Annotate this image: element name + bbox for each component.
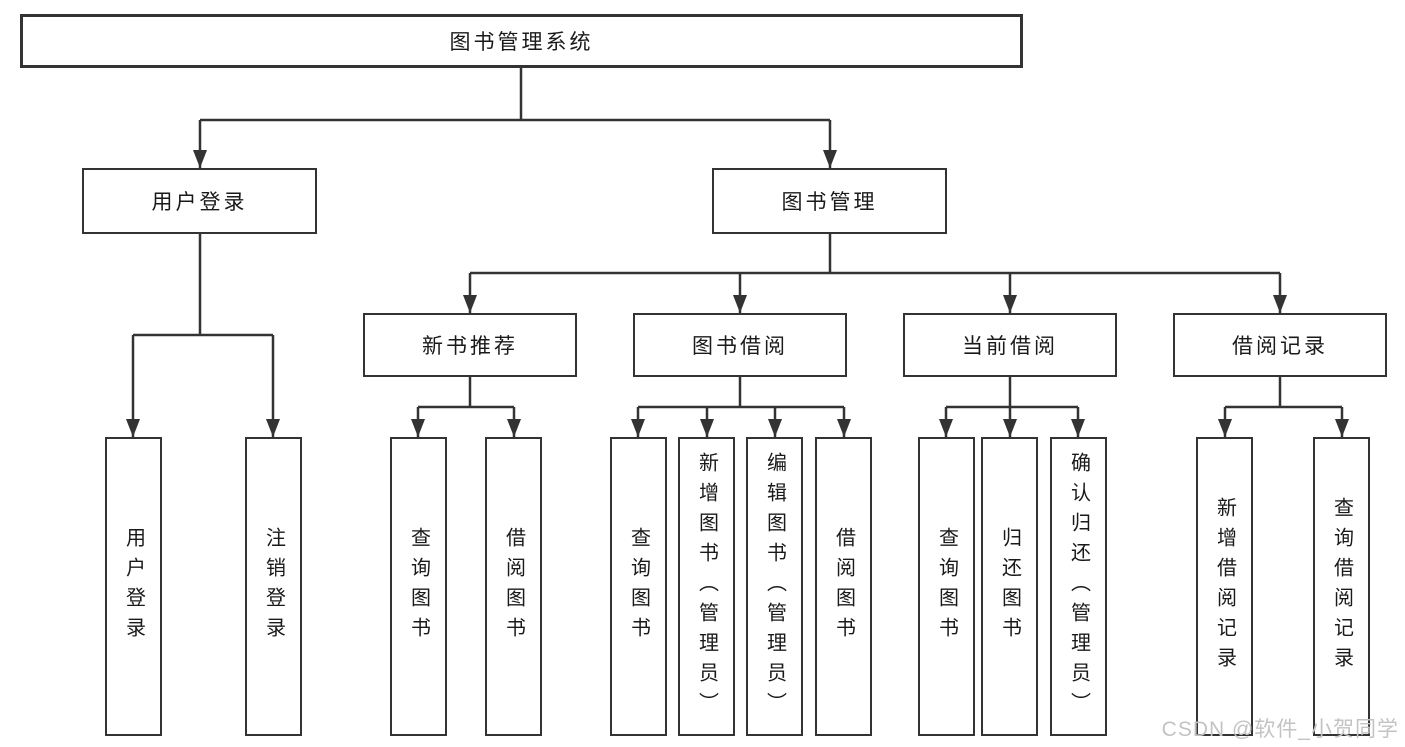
node-book-borrow-label: 图书借阅 <box>692 335 788 358</box>
node-user-login-label: 用户登录 <box>151 191 248 214</box>
leaf-edit-books-admin-label: 编辑图书（管理员） <box>763 451 786 722</box>
leaf-confirm-return-admin: 确认归还（管理员） <box>1050 437 1107 736</box>
node-book-management: 图书管理 <box>712 168 947 234</box>
leaf-add-books-admin: 新增图书（管理员） <box>678 437 735 736</box>
node-new-book-recommend-label: 新书推荐 <box>422 335 518 358</box>
leaf-return-books: 归还图书 <box>981 437 1038 736</box>
leaf-confirm-return-admin-label: 确认归还（管理员） <box>1067 451 1090 722</box>
leaf-add-books-admin-label: 新增图书（管理员） <box>695 451 718 722</box>
leaf-logout-label: 注销登录 <box>262 526 285 647</box>
leaf-borrow-books-label: 借阅图书 <box>832 526 855 647</box>
leaf-edit-books-admin: 编辑图书（管理员） <box>746 437 803 736</box>
leaf-borrow-books-recommend-label: 借阅图书 <box>502 526 525 647</box>
node-current-borrow-label: 当前借阅 <box>962 335 1058 358</box>
leaf-return-books-label: 归还图书 <box>998 526 1021 647</box>
leaf-borrow-books-recommend: 借阅图书 <box>485 437 542 736</box>
leaf-query-books-borrow-label: 查询图书 <box>627 526 650 647</box>
leaf-query-books-recommend: 查询图书 <box>390 437 447 736</box>
node-book-management-label: 图书管理 <box>781 191 878 214</box>
node-borrow-records-label: 借阅记录 <box>1232 335 1328 358</box>
leaf-query-books-borrow: 查询图书 <box>610 437 667 736</box>
leaf-borrow-books: 借阅图书 <box>815 437 872 736</box>
node-book-borrow: 图书借阅 <box>633 313 847 377</box>
node-root: 图书管理系统 <box>20 14 1023 68</box>
leaf-user-login: 用户登录 <box>105 437 162 736</box>
node-root-label: 图书管理系统 <box>449 31 594 54</box>
connector-arrows <box>126 120 1349 437</box>
leaf-query-borrow-record: 查询借阅记录 <box>1313 437 1370 736</box>
leaf-query-books-current-label: 查询图书 <box>935 526 958 647</box>
node-borrow-records: 借阅记录 <box>1173 313 1387 377</box>
leaf-user-login-label: 用户登录 <box>122 526 145 647</box>
leaf-query-borrow-record-label: 查询借阅记录 <box>1330 496 1353 677</box>
node-user-login: 用户登录 <box>82 168 317 234</box>
leaf-query-books-recommend-label: 查询图书 <box>407 526 430 647</box>
leaf-logout: 注销登录 <box>245 437 302 736</box>
leaf-query-books-current: 查询图书 <box>918 437 975 736</box>
leaf-add-borrow-record-label: 新增借阅记录 <box>1213 496 1236 677</box>
node-new-book-recommend: 新书推荐 <box>363 313 577 377</box>
leaf-add-borrow-record: 新增借阅记录 <box>1196 437 1253 736</box>
node-current-borrow: 当前借阅 <box>903 313 1117 377</box>
csdn-watermark: CSDN @软件_小贺同学 <box>1161 718 1399 741</box>
connector-trunk-segments <box>133 68 1342 409</box>
